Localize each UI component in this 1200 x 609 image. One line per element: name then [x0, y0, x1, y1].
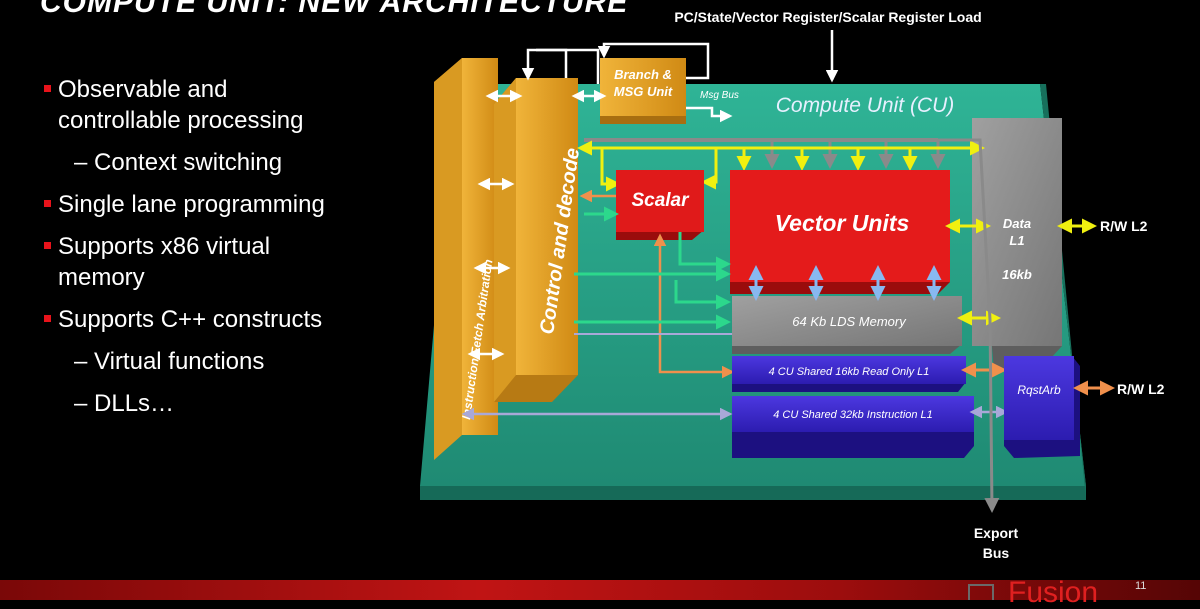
sub-bullet-item: – Virtual functions: [44, 346, 414, 377]
yellow-arrow: [701, 148, 718, 190]
bullet-square-icon: [44, 200, 51, 207]
bullet-item: Observable and controllable processing: [44, 74, 414, 136]
scalar-label: Scalar: [631, 190, 690, 211]
fusion-logo-superscript: 11: [1135, 580, 1147, 592]
bullet-item: Supports x86 virtual memory: [44, 231, 414, 293]
rqstarb-label: RqstArb: [1017, 383, 1061, 397]
sub-bullet-text: Context switching: [94, 149, 283, 176]
data-l1-block: Data L1 16kb: [972, 118, 1062, 370]
fusion-logo-box: [968, 584, 994, 600]
control-decode-block: Control and decode: [494, 78, 584, 402]
bullet-text-line: Observable and: [58, 76, 228, 103]
readonly-l1-block: 4 CU Shared 16kb Read Only L1: [732, 356, 966, 392]
bullet-list: Observable and controllable processing –…: [44, 74, 414, 430]
slide-title: COMPUTE UNIT: NEW ARCHITECTURE: [40, 0, 629, 19]
bullet-text: Single lane programming: [58, 191, 325, 218]
readonly-l1-label: 4 CU Shared 16kb Read Only L1: [769, 366, 930, 378]
footer-bar: [0, 580, 1200, 600]
instruction-l1-label: 4 CU Shared 32kb Instruction L1: [773, 409, 933, 421]
bullet-text-line: controllable processing: [58, 107, 304, 134]
green-arrow: [678, 232, 731, 272]
branch-msg-label: MSG Unit: [614, 84, 673, 99]
branch-msg-block: Branch & MSG Unit: [600, 58, 686, 124]
sub-bullet-item: – Context switching: [44, 147, 414, 178]
register-load-label: PC/State/Vector Register/Scalar Register…: [674, 9, 981, 25]
data-l1-size: 16kb: [1002, 267, 1032, 282]
export-bus-label: Export: [974, 525, 1019, 541]
export-bus-arrow: [938, 138, 1000, 513]
rw-l2-label: R/W L2: [1117, 381, 1165, 397]
fusion-logo: Fusion: [1008, 576, 1099, 609]
bullet-item: Supports C++ constructs: [44, 304, 414, 335]
dash-glyph: –: [74, 390, 88, 417]
cu-label: Compute Unit (CU): [776, 94, 955, 117]
yellow-arrow: [600, 148, 621, 192]
lds-memory-block: 64 Kb LDS Memory: [732, 296, 962, 354]
bullet-item: Single lane programming: [44, 189, 414, 220]
sub-bullet-text: DLLs…: [94, 390, 175, 417]
green-arrow: [674, 280, 731, 310]
bullet-text-line: Supports x86 virtual: [58, 233, 271, 260]
export-bus-label: Bus: [983, 545, 1010, 561]
scalar-block: Scalar: [616, 170, 704, 240]
vector-units-block: Vector Units: [730, 170, 950, 294]
rqstarb-block: RqstArb: [1004, 356, 1080, 458]
data-l1-label: Data: [1003, 216, 1031, 231]
vector-units-label: Vector Units: [775, 210, 910, 236]
bullet-text-line: memory: [58, 264, 145, 291]
msg-bus-label: Msg Bus: [700, 90, 739, 101]
branch-msg-label: Branch &: [614, 67, 672, 82]
instruction-l1-block: 4 CU Shared 32kb Instruction L1: [732, 396, 974, 458]
sub-bullet-item: – DLLs…: [44, 388, 414, 419]
rw-l2-label: R/W L2: [1100, 218, 1148, 234]
orange-arrow: [653, 233, 735, 379]
lds-memory-label: 64 Kb LDS Memory: [792, 314, 907, 329]
branch-top-arrow: [597, 42, 710, 80]
control-loop-arrow: [521, 48, 568, 81]
instruction-fetch-block: Instruction Fetch Arbitration: [434, 58, 498, 460]
bullet-square-icon: [44, 242, 51, 249]
dash-glyph: –: [74, 348, 88, 375]
sub-bullet-text: Virtual functions: [94, 348, 265, 375]
bullet-square-icon: [44, 315, 51, 322]
dash-glyph: –: [74, 149, 88, 176]
data-l1-label: L1: [1009, 233, 1024, 248]
bullet-square-icon: [44, 85, 51, 92]
bullet-text: Supports C++ constructs: [58, 306, 323, 333]
msg-bus-arrow: [686, 106, 733, 123]
